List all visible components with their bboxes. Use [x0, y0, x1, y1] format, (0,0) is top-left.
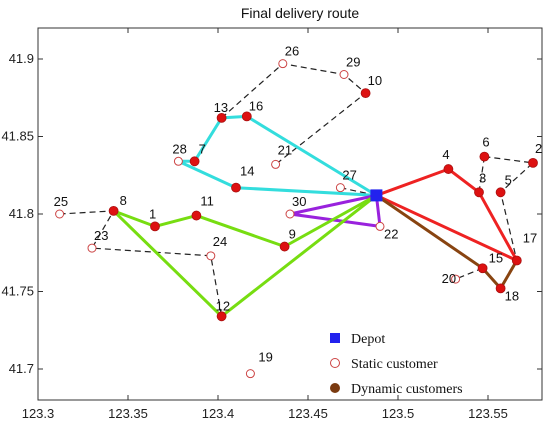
dynamic-customer-marker [477, 263, 488, 274]
node-label: 14 [240, 164, 254, 179]
dynamic-customer-marker [495, 283, 506, 294]
x-tick-label: 123.45 [288, 406, 328, 421]
dynamic-customer-marker [360, 88, 371, 98]
x-tick-label: 123.35 [108, 406, 148, 421]
customer-nodes [55, 59, 538, 379]
dynamic-customer-marker [150, 221, 160, 232]
y-tick-label: 41.7 [9, 361, 34, 376]
dynamic-customer-marker [108, 205, 119, 216]
legend-label: Dynamic customers [351, 382, 463, 397]
legend-dynamic-swatch [330, 383, 340, 393]
node-label: 3 [479, 170, 486, 185]
legend-label: Static customer [351, 357, 438, 372]
static-customer-marker [271, 159, 281, 169]
x-tick-label: 123.4 [202, 406, 235, 421]
y-tick-label: 41.8 [9, 206, 34, 221]
depot-marker [370, 189, 383, 202]
dynamic-customer-marker [231, 182, 241, 193]
x-tick-label: 123.3 [22, 406, 55, 421]
static-customer-marker [339, 70, 349, 79]
node-label: 16 [249, 98, 263, 113]
node-label: 2 [535, 141, 542, 156]
node-label: 19 [258, 350, 272, 365]
node-label: 22 [384, 226, 398, 241]
axis-ticks: 123.3 123.35 123.4 123.45 123.5 123.55 41.7 41.… [1, 28, 542, 421]
legend-static-swatch [330, 358, 340, 368]
legend-label: Depot [351, 332, 385, 347]
node-label: 23 [94, 228, 108, 243]
chart-title: Final delivery route [241, 5, 359, 21]
dynamic-customer-marker [528, 157, 538, 168]
node-label: 29 [346, 55, 360, 70]
static-customer-marker [285, 209, 295, 219]
vehicle-route [288, 193, 382, 228]
node-label: 21 [278, 142, 292, 157]
node-label: 17 [523, 231, 537, 246]
static-customer-marker [375, 221, 385, 231]
static-customer-marker [87, 243, 97, 253]
static-customer-marker [278, 59, 288, 69]
dynamic-customer-marker [495, 187, 506, 198]
y-tick-label: 41.9 [9, 51, 34, 66]
dashed-route [484, 156, 535, 261]
dashed-route [478, 156, 485, 193]
node-label: 12 [216, 298, 230, 313]
node-label: 26 [285, 44, 299, 59]
node-label: 11 [200, 194, 214, 209]
dynamic-customer-marker [279, 241, 290, 252]
dynamic-customer-marker [443, 164, 454, 174]
node-label: 9 [289, 227, 296, 242]
legend-depot-swatch [330, 333, 340, 343]
dynamic-customer-marker [191, 210, 202, 221]
node-label: 13 [214, 100, 228, 115]
dynamic-customer-marker [189, 156, 200, 167]
node-label: 4 [442, 147, 449, 162]
node-label: 1 [149, 206, 156, 221]
node-label: 6 [482, 135, 489, 150]
node-label: 10 [368, 73, 382, 88]
node-label: 5 [505, 172, 512, 187]
dynamic-customer-marker [216, 113, 227, 123]
dynamic-customer-marker [216, 311, 227, 322]
node-label: 25 [54, 194, 68, 209]
y-tick-label: 41.75 [1, 284, 34, 299]
node-label: 15 [489, 250, 503, 265]
static-customer-marker [245, 369, 255, 379]
static-customer-marker [206, 251, 216, 261]
x-tick-label: 123.5 [382, 406, 415, 421]
y-tick-label: 41.85 [1, 129, 34, 144]
static-customer-marker [55, 209, 65, 219]
node-label: 24 [213, 234, 227, 249]
dynamic-customer-marker [479, 151, 490, 162]
dynamic-customer-marker [474, 187, 484, 198]
static-customer-marker [451, 274, 461, 284]
static-customer-marker [173, 156, 183, 166]
dynamic-customer-marker [511, 255, 522, 266]
x-tick-label: 123.55 [468, 406, 508, 421]
dynamic-customer-marker [241, 111, 252, 122]
node-label: 7 [199, 141, 206, 156]
vehicle-route [375, 194, 519, 290]
node-label: 20 [442, 271, 456, 286]
node-label: 27 [342, 168, 356, 183]
node-label: 28 [172, 141, 186, 156]
node-label: 30 [292, 194, 306, 209]
node-label: 18 [505, 288, 519, 303]
node-label: 8 [120, 193, 127, 208]
static-customer-marker [335, 183, 345, 193]
